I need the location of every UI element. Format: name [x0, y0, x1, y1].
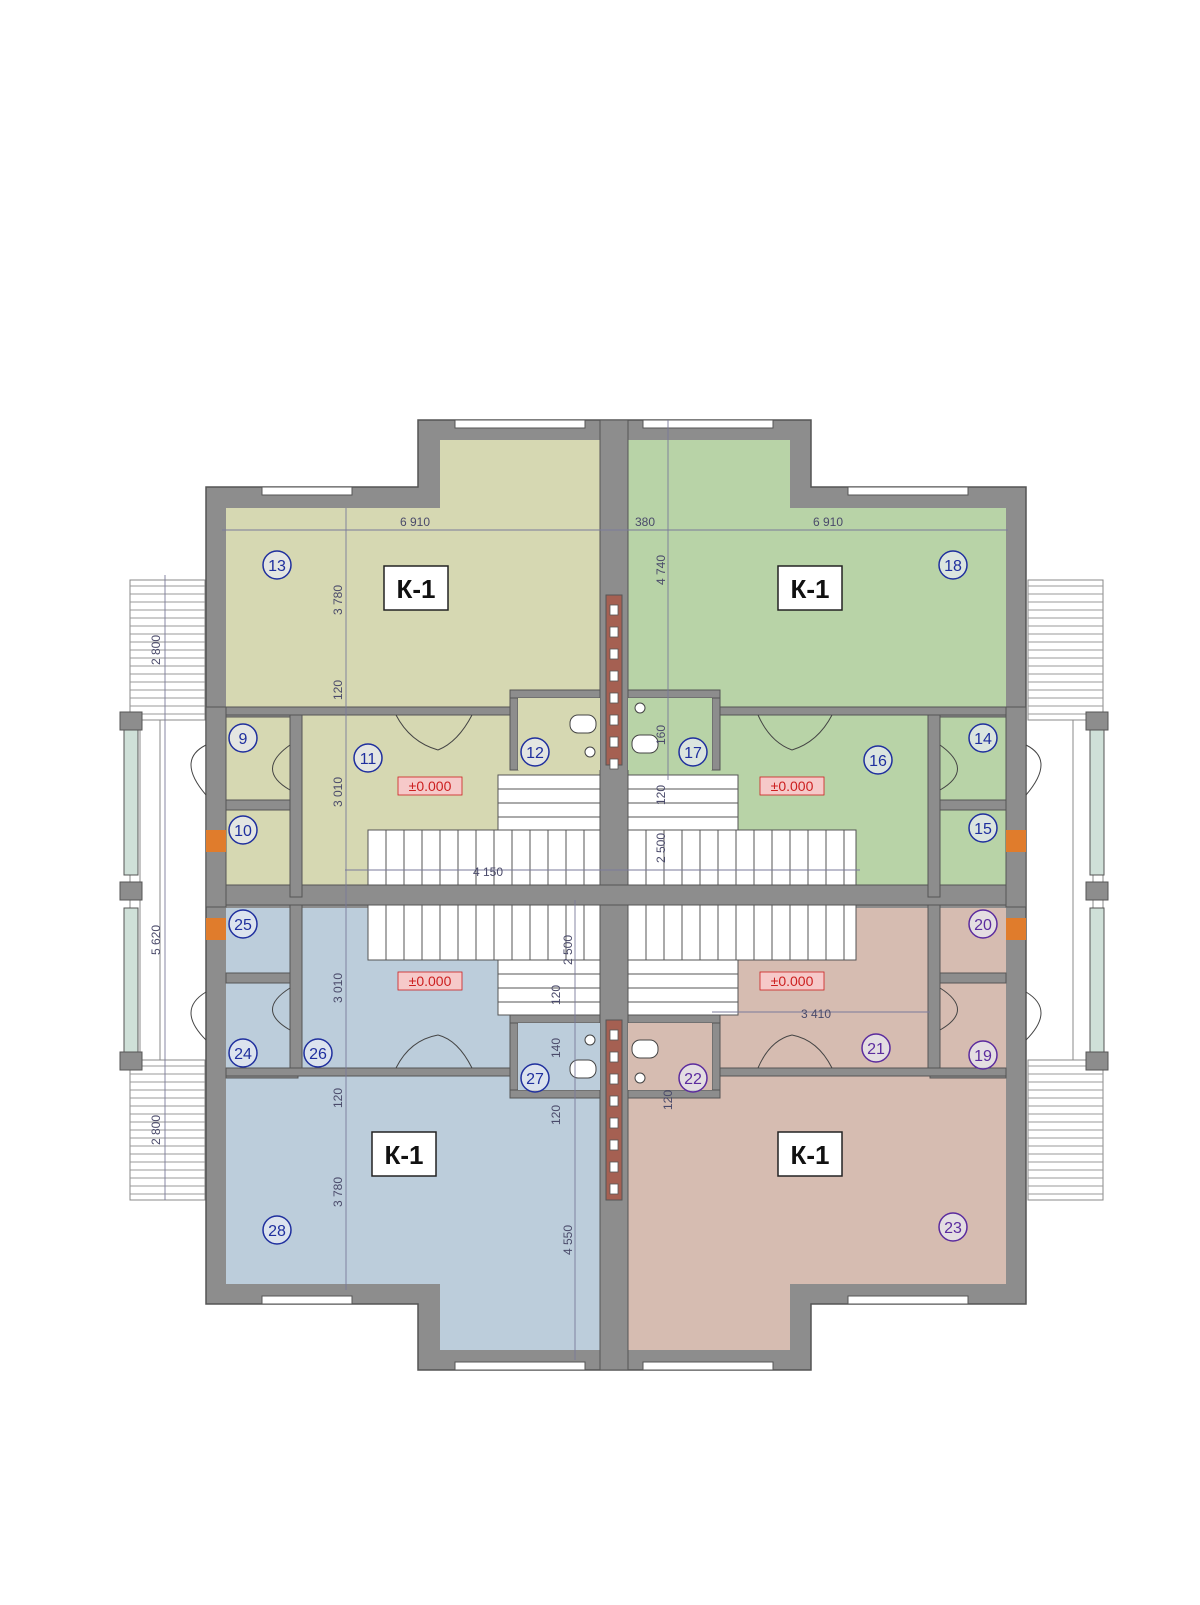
dim-wall-nw: 120 [331, 680, 345, 700]
elevation-se: ±0.000 [771, 973, 814, 989]
windows [261, 419, 969, 1371]
room-number: 17 [684, 745, 702, 762]
room-number: 25 [234, 917, 252, 934]
room-marker: 11 [353, 743, 383, 773]
room-marker: 12 [520, 737, 550, 767]
room-marker: 10 [228, 815, 258, 845]
dim-landing-ne: 2 500 [654, 833, 668, 863]
room-marker: 14 [968, 723, 998, 753]
dimension-labels: 6 910 380 6 910 4 740 3 780 120 3 010 2 … [149, 515, 843, 1255]
unit-south-west [226, 908, 600, 1350]
room-marker: 15 [968, 813, 998, 843]
entry-doors [206, 830, 1026, 940]
room-number: 12 [526, 745, 544, 762]
dim-bath-ne: 160 [654, 725, 668, 745]
room-number: 18 [944, 558, 962, 575]
room-number: 15 [974, 821, 992, 838]
room-number: 19 [974, 1048, 992, 1065]
elevation-marks: ±0.000 ±0.000 ±0.000 ±0.000 [397, 776, 825, 991]
dim-width-nw: 6 910 [400, 515, 430, 529]
unit-label-nw: К-1 [397, 574, 436, 604]
dim-hall-se: 3 410 [801, 1007, 831, 1021]
room-number: 16 [869, 753, 887, 770]
dim-wall-sw4: 120 [661, 1090, 675, 1110]
room-number: 9 [239, 731, 248, 748]
room-number: 26 [309, 1046, 327, 1063]
dim-depth-sw: 3 780 [331, 1177, 345, 1207]
room-marker: 25 [228, 909, 258, 939]
room-marker: 20 [968, 909, 998, 939]
unit-label-ne: К-1 [791, 574, 830, 604]
room-number: 24 [234, 1046, 252, 1063]
room-markers: 9 10 11 12 13 14 15 16 17 18 19 20 21 22 23 24 25 26 27 28 [228, 550, 998, 1245]
room-marker: 22 [678, 1063, 708, 1093]
room-marker: 16 [863, 745, 893, 775]
room-marker: 23 [938, 1212, 968, 1242]
unit-south-east [628, 908, 1006, 1350]
dim-bath-sw: 140 [549, 1038, 563, 1058]
dim-wall-sw: 120 [549, 985, 563, 1005]
unit-label-sw: К-1 [385, 1140, 424, 1170]
dim-stair-nw: 2 800 [149, 635, 163, 665]
dim-depth-sw2: 4 550 [561, 1225, 575, 1255]
room-number: 21 [867, 1041, 885, 1058]
dim-stair-run: 4 150 [473, 865, 503, 879]
room-number: 27 [526, 1071, 544, 1088]
dimension-lines [164, 420, 1008, 1360]
room-number: 23 [944, 1220, 962, 1237]
room-number: 28 [268, 1223, 286, 1240]
dim-hall-nw: 3 010 [331, 777, 345, 807]
unit-label-se: К-1 [791, 1140, 830, 1170]
room-number: 13 [268, 558, 286, 575]
room-marker: 26 [303, 1038, 333, 1068]
dim-terrace: 5 620 [149, 925, 163, 955]
dim-depth-nw: 3 780 [331, 585, 345, 615]
dim-depth-ne: 4 740 [654, 555, 668, 585]
room-number: 14 [974, 731, 992, 748]
dim-wall-ne: 120 [654, 785, 668, 805]
door-swings [190, 714, 1042, 1069]
dim-stair-sw: 2 800 [149, 1115, 163, 1145]
room-number: 10 [234, 823, 252, 840]
dim-wall: 380 [635, 515, 655, 529]
room-marker: 24 [228, 1038, 258, 1068]
dim-landing-sw: 2 500 [561, 935, 575, 965]
room-marker: 17 [678, 737, 708, 767]
dim-wall-sw2: 120 [549, 1105, 563, 1125]
room-number: 20 [974, 917, 992, 934]
dim-wall-sw3: 120 [331, 1088, 345, 1108]
elevation-sw: ±0.000 [409, 973, 452, 989]
room-marker: 19 [968, 1040, 998, 1070]
room-marker: 21 [861, 1033, 891, 1063]
room-marker: 18 [938, 550, 968, 580]
room-marker: 9 [228, 723, 258, 753]
room-marker: 27 [520, 1063, 550, 1093]
wc-fixtures [569, 702, 659, 1084]
room-marker: 13 [262, 550, 292, 580]
side-glazing [119, 711, 1109, 1071]
elevation-nw: ±0.000 [409, 778, 452, 794]
room-marker: 28 [262, 1215, 292, 1245]
unit-labels: К-1 К-1 К-1 К-1 [371, 565, 843, 1177]
dim-width-ne: 6 910 [813, 515, 843, 529]
room-number: 22 [684, 1071, 702, 1088]
elevation-ne: ±0.000 [771, 778, 814, 794]
room-number: 11 [360, 751, 377, 768]
dim-hall-sw: 3 010 [331, 973, 345, 1003]
